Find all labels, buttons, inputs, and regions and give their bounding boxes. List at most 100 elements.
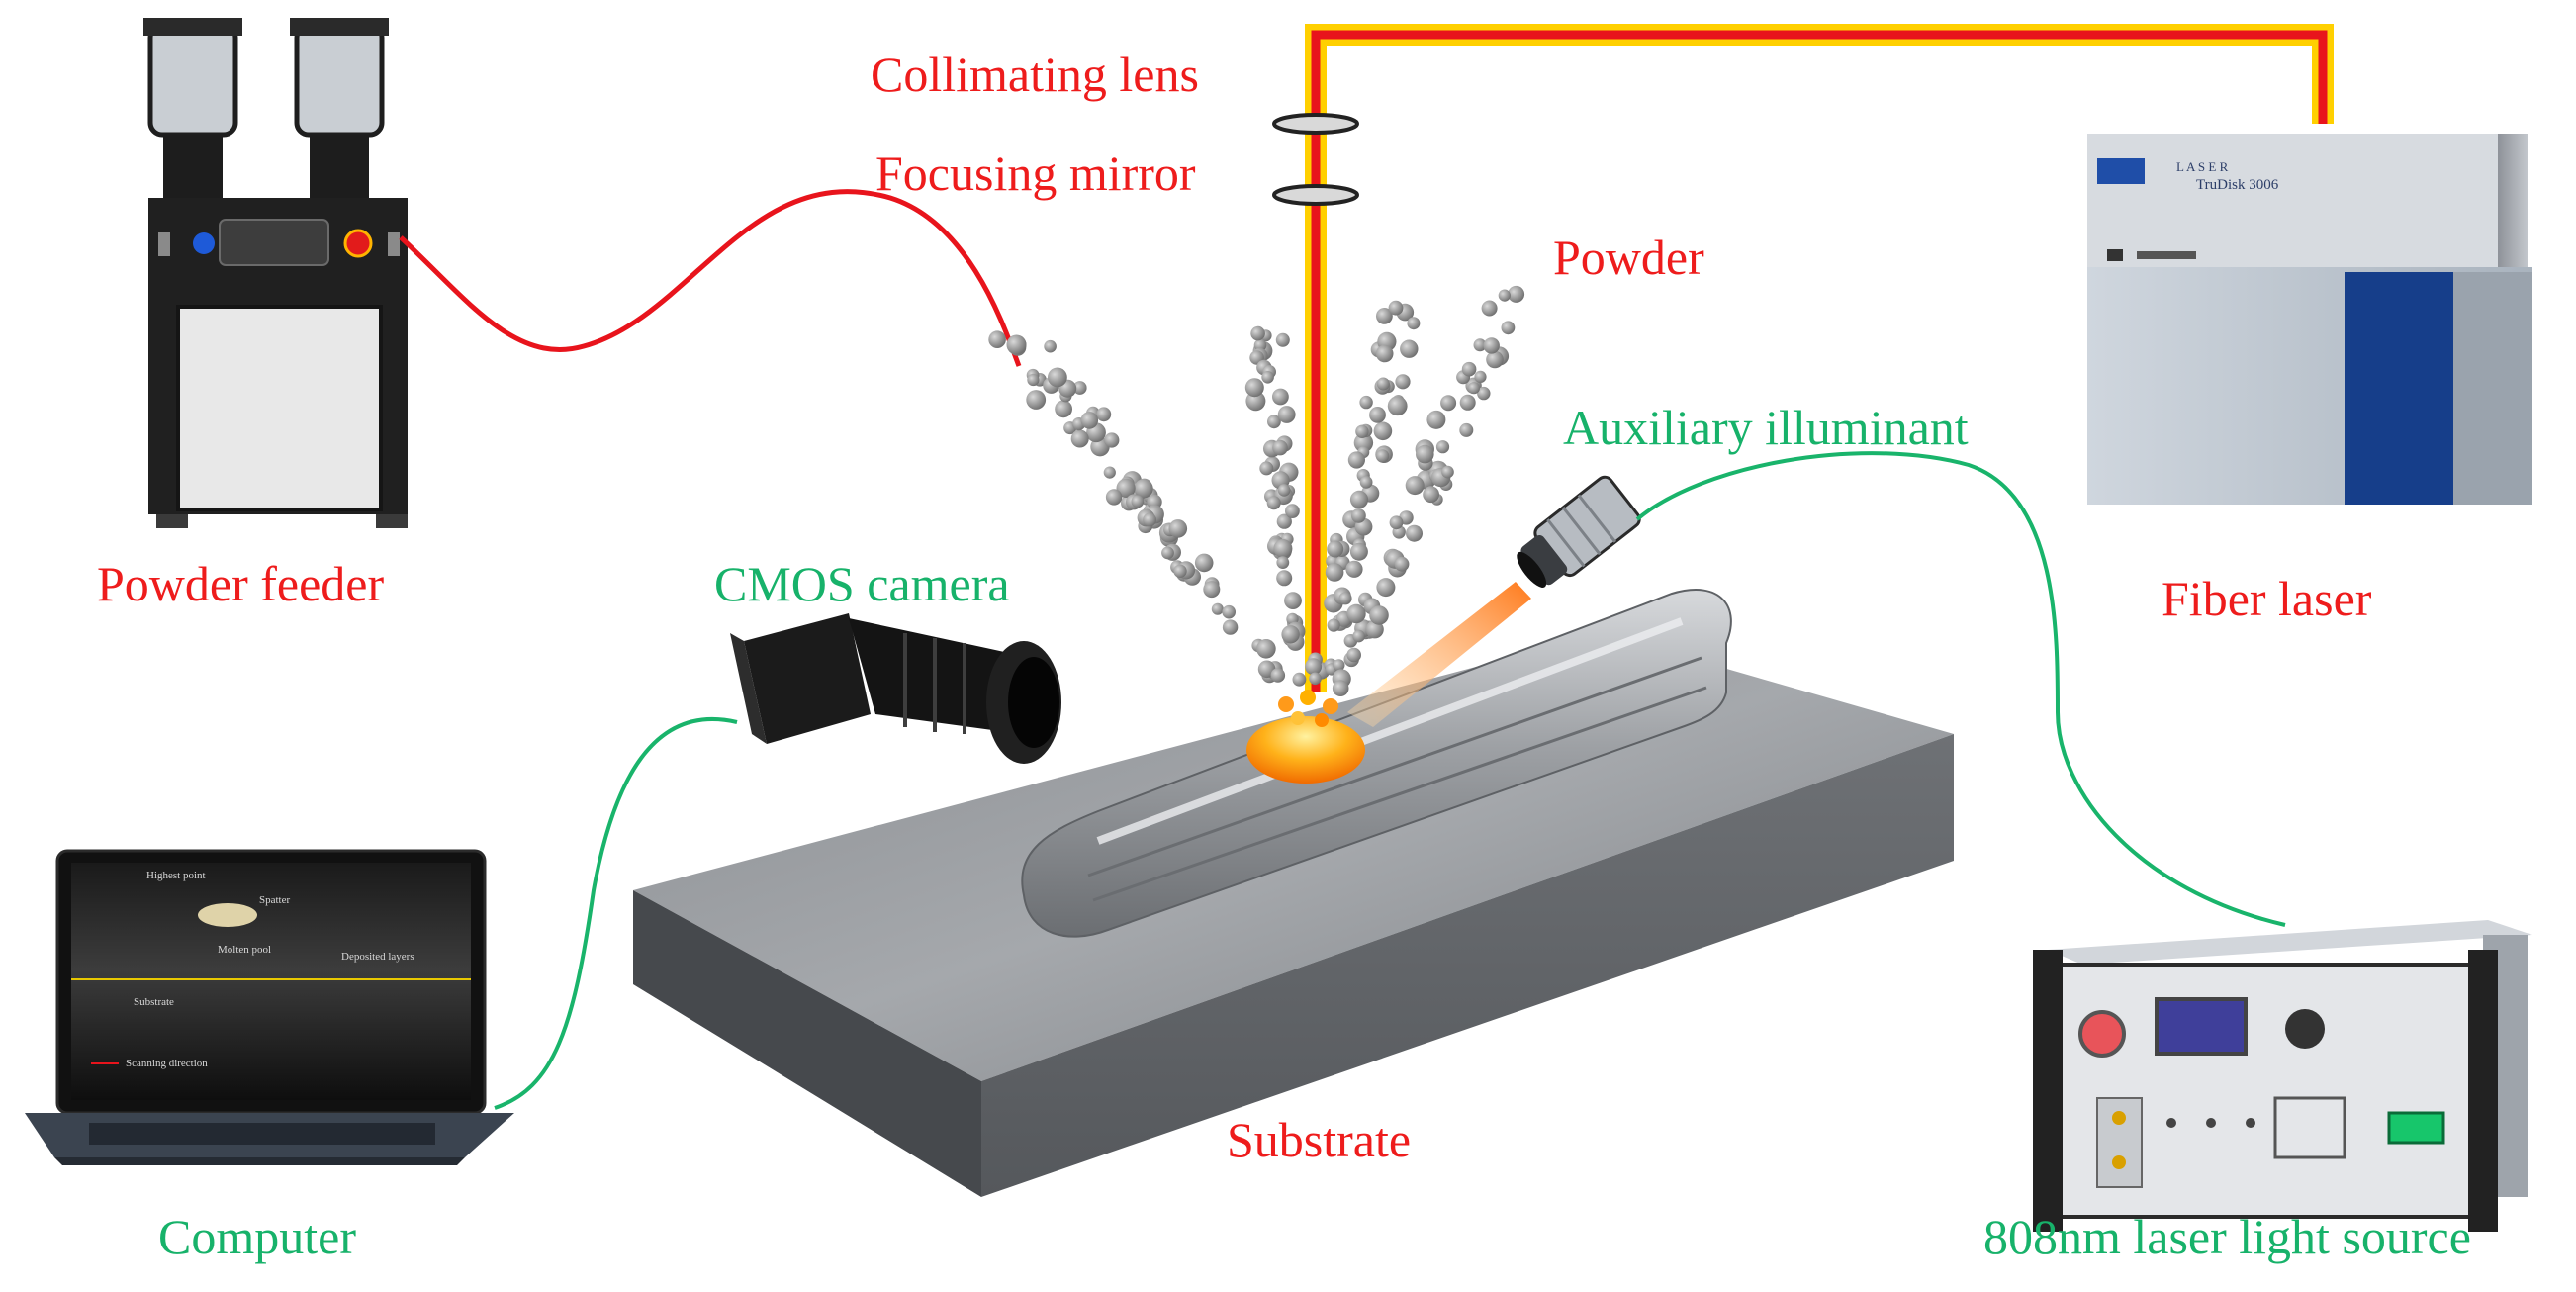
screen-highest-point: Highest point: [146, 870, 206, 881]
powder-particle: [1104, 432, 1120, 448]
powder-particle: [1325, 563, 1344, 582]
powder-particle: [1096, 407, 1112, 422]
powder-label: Powder: [1553, 230, 1704, 285]
powder-particle: [1134, 479, 1153, 499]
powder-particle: [1376, 308, 1393, 324]
powder-particle: [1483, 337, 1500, 354]
focusing-mirror-icon: [1272, 184, 1359, 206]
powder-particle: [1211, 602, 1224, 615]
collimating-lens-label: Collimating lens: [871, 46, 1199, 102]
powder-particle: [1222, 604, 1236, 619]
powder-particle: [1376, 578, 1396, 598]
powder-particle: [1284, 592, 1302, 609]
powder-particle: [1441, 465, 1454, 479]
powder-particle: [1327, 618, 1340, 632]
collimating-lens-icon: [1272, 113, 1359, 135]
powder-particles: [988, 285, 1525, 696]
powder-particle: [1394, 556, 1410, 572]
powder-particle: [1116, 478, 1136, 498]
cmos-camera-icon: [730, 613, 1061, 764]
powder-particle: [1327, 540, 1344, 558]
powder-particle: [1072, 381, 1087, 395]
powder-particle: [1203, 581, 1221, 599]
powder-particle: [1387, 396, 1408, 416]
laser-light-source-label: 808nm laser light source: [1983, 1209, 2471, 1264]
powder-particle: [1477, 386, 1491, 401]
powder-particle: [1272, 388, 1289, 406]
powder-particle: [1373, 421, 1393, 441]
powder-particle: [1027, 373, 1040, 387]
powder-particle: [1168, 519, 1188, 538]
powder-particle: [1426, 410, 1446, 429]
substrate-label: Substrate: [1227, 1112, 1412, 1167]
powder-particle: [1070, 429, 1089, 448]
camera-cable: [494, 716, 738, 1110]
powder-particle: [1272, 439, 1288, 456]
powder-particle: [1259, 461, 1274, 476]
screen-deposited-layers: Deposited layers: [341, 951, 414, 963]
powder-particle: [1407, 317, 1421, 330]
powder-particle: [1292, 672, 1307, 687]
powder-particle: [1459, 422, 1474, 437]
powder-particle: [1467, 382, 1480, 395]
screen-spatter: Spatter: [259, 894, 291, 906]
powder-particle: [1275, 332, 1290, 347]
powder-particle: [1105, 489, 1123, 506]
screen-molten-pool: Molten pool: [218, 944, 272, 956]
powder-particle: [1048, 367, 1067, 388]
powder-particle: [1405, 476, 1425, 496]
focusing-mirror-label: Focusing mirror: [875, 145, 1196, 201]
powder-particle: [1281, 625, 1300, 644]
powder-particle: [1459, 394, 1476, 411]
powder-particle: [1338, 592, 1352, 605]
powder-particle: [1276, 570, 1293, 587]
powder-particle: [1481, 300, 1498, 317]
powder-particle: [1473, 338, 1487, 352]
powder-particle: [1261, 371, 1274, 384]
powder-particle: [1359, 476, 1373, 489]
powder-particle: [1346, 603, 1366, 624]
powder-particle: [1375, 449, 1390, 463]
powder-particle: [1369, 605, 1389, 625]
fiber-laser-brand: L A S E R: [2176, 159, 2229, 174]
powder-particle: [1250, 325, 1265, 341]
screen-scanning-direction: Scanning direction: [126, 1058, 208, 1069]
powder-particle: [1276, 556, 1290, 569]
powder-particle: [1351, 508, 1366, 523]
powder-particle: [1333, 659, 1345, 672]
powder-particle: [1266, 496, 1281, 510]
powder-particle: [1173, 564, 1187, 578]
powder-particle: [1406, 524, 1423, 542]
computer-label: Computer: [158, 1209, 356, 1264]
powder-particle: [1277, 406, 1296, 423]
powder-feeder-label: Powder feeder: [97, 556, 385, 611]
laser-fiber: [1305, 24, 2334, 692]
powder-particle: [1353, 432, 1374, 453]
powder-particle: [1352, 629, 1365, 643]
powder-particle: [1006, 334, 1027, 355]
cmos-camera-label: CMOS camera: [714, 556, 1010, 611]
powder-particle: [1026, 390, 1047, 410]
powder-particle: [1498, 289, 1511, 302]
powder-particle: [1486, 350, 1504, 369]
powder-particle: [1267, 415, 1281, 429]
auxiliary-illuminant-label: Auxiliary illuminant: [1563, 400, 1969, 455]
powder-particle: [1416, 444, 1434, 464]
powder-particle: [1359, 395, 1373, 410]
laptop-icon: [25, 849, 514, 1165]
powder-particle: [1285, 504, 1300, 518]
powder-particle: [1273, 539, 1293, 558]
powder-particle: [1461, 361, 1477, 377]
powder-particle: [1501, 321, 1516, 335]
powder-particle: [1270, 668, 1286, 683]
powder-particle: [1349, 542, 1368, 561]
fiber-laser-label: Fiber laser: [2162, 571, 2372, 626]
powder-particle: [1376, 377, 1390, 391]
powder-particle: [1161, 546, 1174, 560]
powder-particle: [1435, 440, 1450, 454]
powder-particle: [1347, 451, 1365, 469]
powder-particle: [1309, 672, 1322, 686]
powder-particle: [1345, 560, 1363, 578]
powder-particle: [1369, 407, 1386, 423]
powder-feed-line: [399, 189, 1022, 367]
